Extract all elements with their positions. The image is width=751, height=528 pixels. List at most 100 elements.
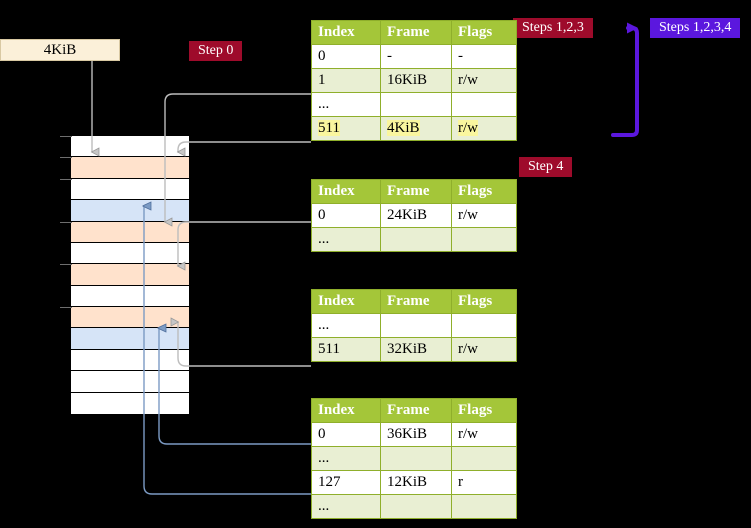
column-header-index: Index [311,20,381,45]
column-header-index: Index [311,179,381,204]
cell-frame [380,494,452,519]
bracket-steps-1-2-3-4 [611,22,639,137]
highlighted-value: 511 [318,120,340,136]
cell-index: 1 [311,68,381,93]
cell-frame [380,313,452,338]
highlighted-value: 4KiB [387,120,420,136]
column-header-frame: Frame [380,398,452,423]
memory-row-tick-1 [60,157,72,159]
physical-memory-grid [70,135,190,415]
table-row: ... [311,446,517,471]
memory-row-4 [71,221,189,243]
table-row: ... [311,313,517,338]
cell-flags: r/w [451,337,517,362]
memory-row-3 [71,200,189,222]
memory-size-label: 4KiB [0,39,120,61]
cell-index: 0 [311,203,381,228]
column-header-flags: Flags [451,398,517,423]
cell-index: 0 [311,44,381,69]
memory-row-8 [71,307,189,329]
cell-flags: r/w [451,116,517,141]
column-header-flags: Flags [451,289,517,314]
memory-row-0 [71,136,189,158]
column-header-index: Index [311,289,381,314]
cell-index: ... [311,446,381,471]
badge-steps-1-2-3: Steps 1,2,3 [513,18,593,38]
memory-row-12 [71,392,189,414]
cell-frame: 4KiB [380,116,452,141]
cell-index: 0 [311,422,381,447]
memory-row-6 [71,264,189,286]
cell-index: 511 [311,116,381,141]
column-header-frame: Frame [380,179,452,204]
column-header-flags: Flags [451,179,517,204]
cell-index: ... [311,92,381,117]
connector-table1-row511 [178,141,311,152]
table-row: ... [311,227,517,252]
cell-frame: - [380,44,452,69]
memory-row-10 [71,349,189,372]
column-header-frame: Frame [380,20,452,45]
memory-row-5 [71,242,189,265]
column-header-frame: Frame [380,289,452,314]
cell-flags: - [451,44,517,69]
cell-frame: 24KiB [380,203,452,228]
table-row: ... [311,92,517,117]
memory-row-tick-6 [60,264,72,266]
badge-step-4: Step 4 [519,157,573,177]
cell-flags [451,494,517,519]
cell-flags [451,92,517,117]
cell-frame: 16KiB [380,68,452,93]
table-row: ... [311,494,517,519]
cell-flags [451,227,517,252]
cell-frame: 32KiB [380,337,452,362]
cell-index: ... [311,313,381,338]
highlighted-value: r/w [458,120,478,136]
cell-flags [451,313,517,338]
cell-index: 127 [311,470,381,495]
memory-row-7 [71,285,189,307]
cell-flags: r/w [451,422,517,447]
cell-flags: r [451,470,517,495]
table-row: 0-- [311,44,517,69]
cell-flags: r/w [451,203,517,228]
badge-step-0: Step 0 [189,41,243,61]
memory-row-tick-4 [60,221,72,223]
connector-table2-row0 [178,221,311,266]
column-header-flags: Flags [451,20,517,45]
cell-index: ... [311,227,381,252]
memory-row-tick-0 [60,136,72,137]
cell-flags [451,446,517,471]
memory-row-tick-8 [60,307,72,309]
table-row: 511 4KiB r/w [311,116,517,141]
cell-frame [380,92,452,117]
cell-index: ... [311,494,381,519]
cell-frame [380,446,452,471]
cell-frame: 36KiB [380,422,452,447]
cell-frame: 12KiB [380,470,452,495]
memory-row-tick-2 [60,178,72,180]
memory-row-1 [71,157,189,179]
cell-frame [380,227,452,252]
cell-flags: r/w [451,68,517,93]
connector-table3-row511 [178,322,311,367]
memory-row-9 [71,328,189,350]
memory-row-11 [71,371,189,393]
badge-steps-1-2-3-4: Steps 1,2,3,4 [650,18,741,38]
cell-index: 511 [311,337,381,362]
column-header-index: Index [311,398,381,423]
